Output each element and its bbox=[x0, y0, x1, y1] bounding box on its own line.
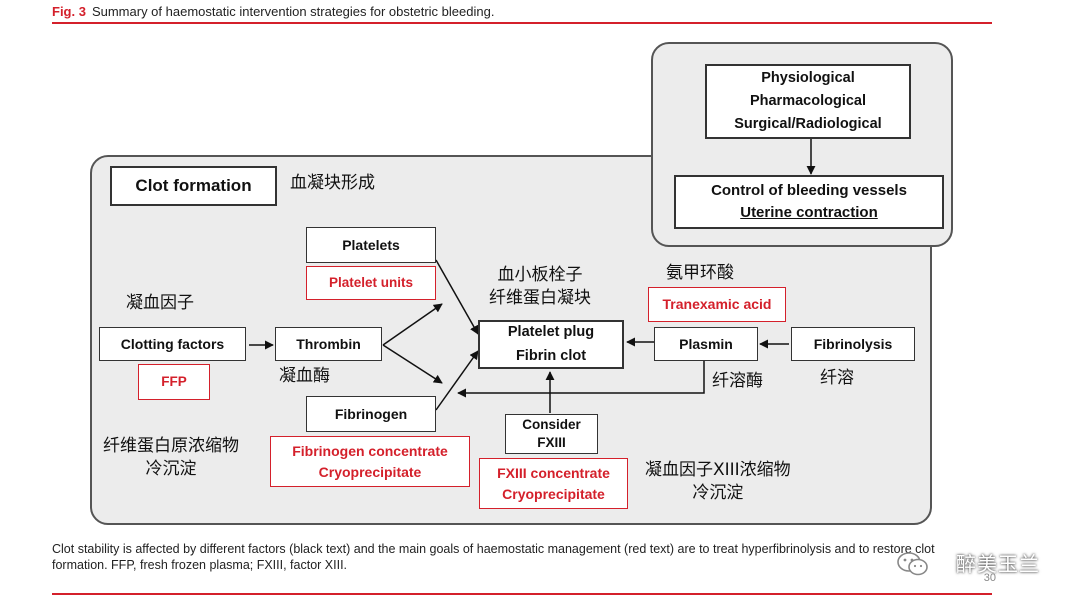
platelets-box: Platelets bbox=[306, 227, 436, 263]
figure-caption: Clot stability is affected by different … bbox=[52, 542, 935, 573]
method-physiological: Physiological bbox=[761, 69, 855, 86]
clot-zh-line1: 血小板栓子 bbox=[497, 265, 583, 285]
fibrinogen-box: Fibrinogen bbox=[306, 396, 436, 432]
fibrinogen-treatment-box: Fibrinogen concentrate Cryoprecipitate bbox=[270, 436, 470, 487]
wechat-icon bbox=[897, 552, 928, 576]
fxiii-treatment-box: FXIII concentrate Cryoprecipitate bbox=[479, 458, 628, 509]
consider-fxiii-box: Consider FXIII bbox=[505, 414, 598, 454]
fibrinolysis-box: Fibrinolysis bbox=[791, 327, 915, 361]
clotting-factors-box: Clotting factors bbox=[99, 327, 246, 361]
figure-label: Fig. 3 bbox=[52, 4, 86, 19]
bottom-rule bbox=[52, 593, 992, 595]
method-pharmacological: Pharmacological bbox=[749, 92, 867, 109]
platelet-plug-fibrin-clot-box: Platelet plug Fibrin clot bbox=[478, 320, 624, 369]
page-number: 30 bbox=[983, 572, 996, 584]
fxiii-zh-line2: 冷沉淀 bbox=[692, 482, 744, 503]
arrow-fibrinogen-to-clot bbox=[435, 350, 479, 411]
target-uterine-contraction: Uterine contraction bbox=[740, 204, 878, 221]
fibrinogen-concentrate: Fibrinogen concentrate bbox=[292, 443, 448, 460]
platelet-units-box: Platelet units bbox=[306, 266, 436, 300]
plasmin-box: Plasmin bbox=[654, 327, 758, 361]
fibrinogen-cryoprecipitate: Cryoprecipitate bbox=[318, 463, 422, 480]
target-bleeding-vessels: Control of bleeding vessels bbox=[711, 181, 907, 199]
fibrinolysis-zh: 纤溶 bbox=[820, 368, 854, 388]
clot-formation-title: Clot formation bbox=[110, 166, 277, 206]
fibrinogen-zh: 纤维蛋白原浓缩物 冷沉淀 bbox=[103, 435, 239, 481]
arrow-thrombin-to-platelet-plug bbox=[382, 303, 443, 346]
arrow-platelets-to-clot bbox=[435, 259, 479, 335]
clot-zh-line2: 纤维蛋白凝块 bbox=[489, 287, 591, 308]
fibrinogen-zh-line2: 冷沉淀 bbox=[145, 458, 197, 479]
tranexamic-acid-box: Tranexamic acid bbox=[648, 287, 786, 322]
clotting-factors-zh: 凝血因子 bbox=[126, 293, 194, 313]
fxiii-concentrate: FXIII concentrate bbox=[497, 465, 610, 482]
figure-title: Fig. 3 Summary of haemostatic interventio… bbox=[52, 4, 494, 19]
consider-label: Consider bbox=[522, 416, 581, 432]
arrow-thrombin-to-fibrinogen bbox=[382, 344, 443, 384]
figure-title-text: Summary of haemostatic intervention stra… bbox=[91, 4, 495, 19]
fibrinogen-zh-line1: 纤维蛋白原浓缩物 bbox=[103, 436, 239, 456]
arrow-plasmin-to-fibrinogen bbox=[457, 361, 705, 398]
watermark-text: 醉美玉兰 bbox=[956, 552, 1040, 576]
clot-zh: 血小板栓子 纤维蛋白凝块 bbox=[489, 264, 591, 310]
ffp-box: FFP bbox=[138, 364, 210, 400]
fxiii-zh: 凝血因子XIII浓缩物 冷沉淀 bbox=[645, 459, 791, 505]
fxiii-label: FXIII bbox=[537, 435, 566, 450]
intervention-methods-box: Physiological Pharmacological Surgical/R… bbox=[705, 64, 911, 139]
fibrin-clot-label: Fibrin clot bbox=[515, 347, 587, 364]
thrombin-zh: 凝血酶 bbox=[279, 366, 330, 386]
platelet-plug-label: Platelet plug bbox=[507, 324, 595, 341]
tranexamic-acid-zh: 氨甲环酸 bbox=[666, 263, 734, 283]
method-surgical-radiological: Surgical/Radiological bbox=[734, 116, 882, 133]
bleeding-control-box: Control of bleeding vessels Uterine cont… bbox=[674, 175, 944, 229]
plasmin-zh: 纤溶酶 bbox=[712, 371, 763, 391]
top-rule bbox=[52, 22, 992, 24]
fxiii-zh-line1: 凝血因子XIII浓缩物 bbox=[645, 460, 791, 480]
thrombin-box: Thrombin bbox=[275, 327, 382, 361]
fxiii-cryoprecipitate: Cryoprecipitate bbox=[502, 485, 605, 502]
clot-formation-title-zh: 血凝块形成 bbox=[290, 173, 375, 193]
